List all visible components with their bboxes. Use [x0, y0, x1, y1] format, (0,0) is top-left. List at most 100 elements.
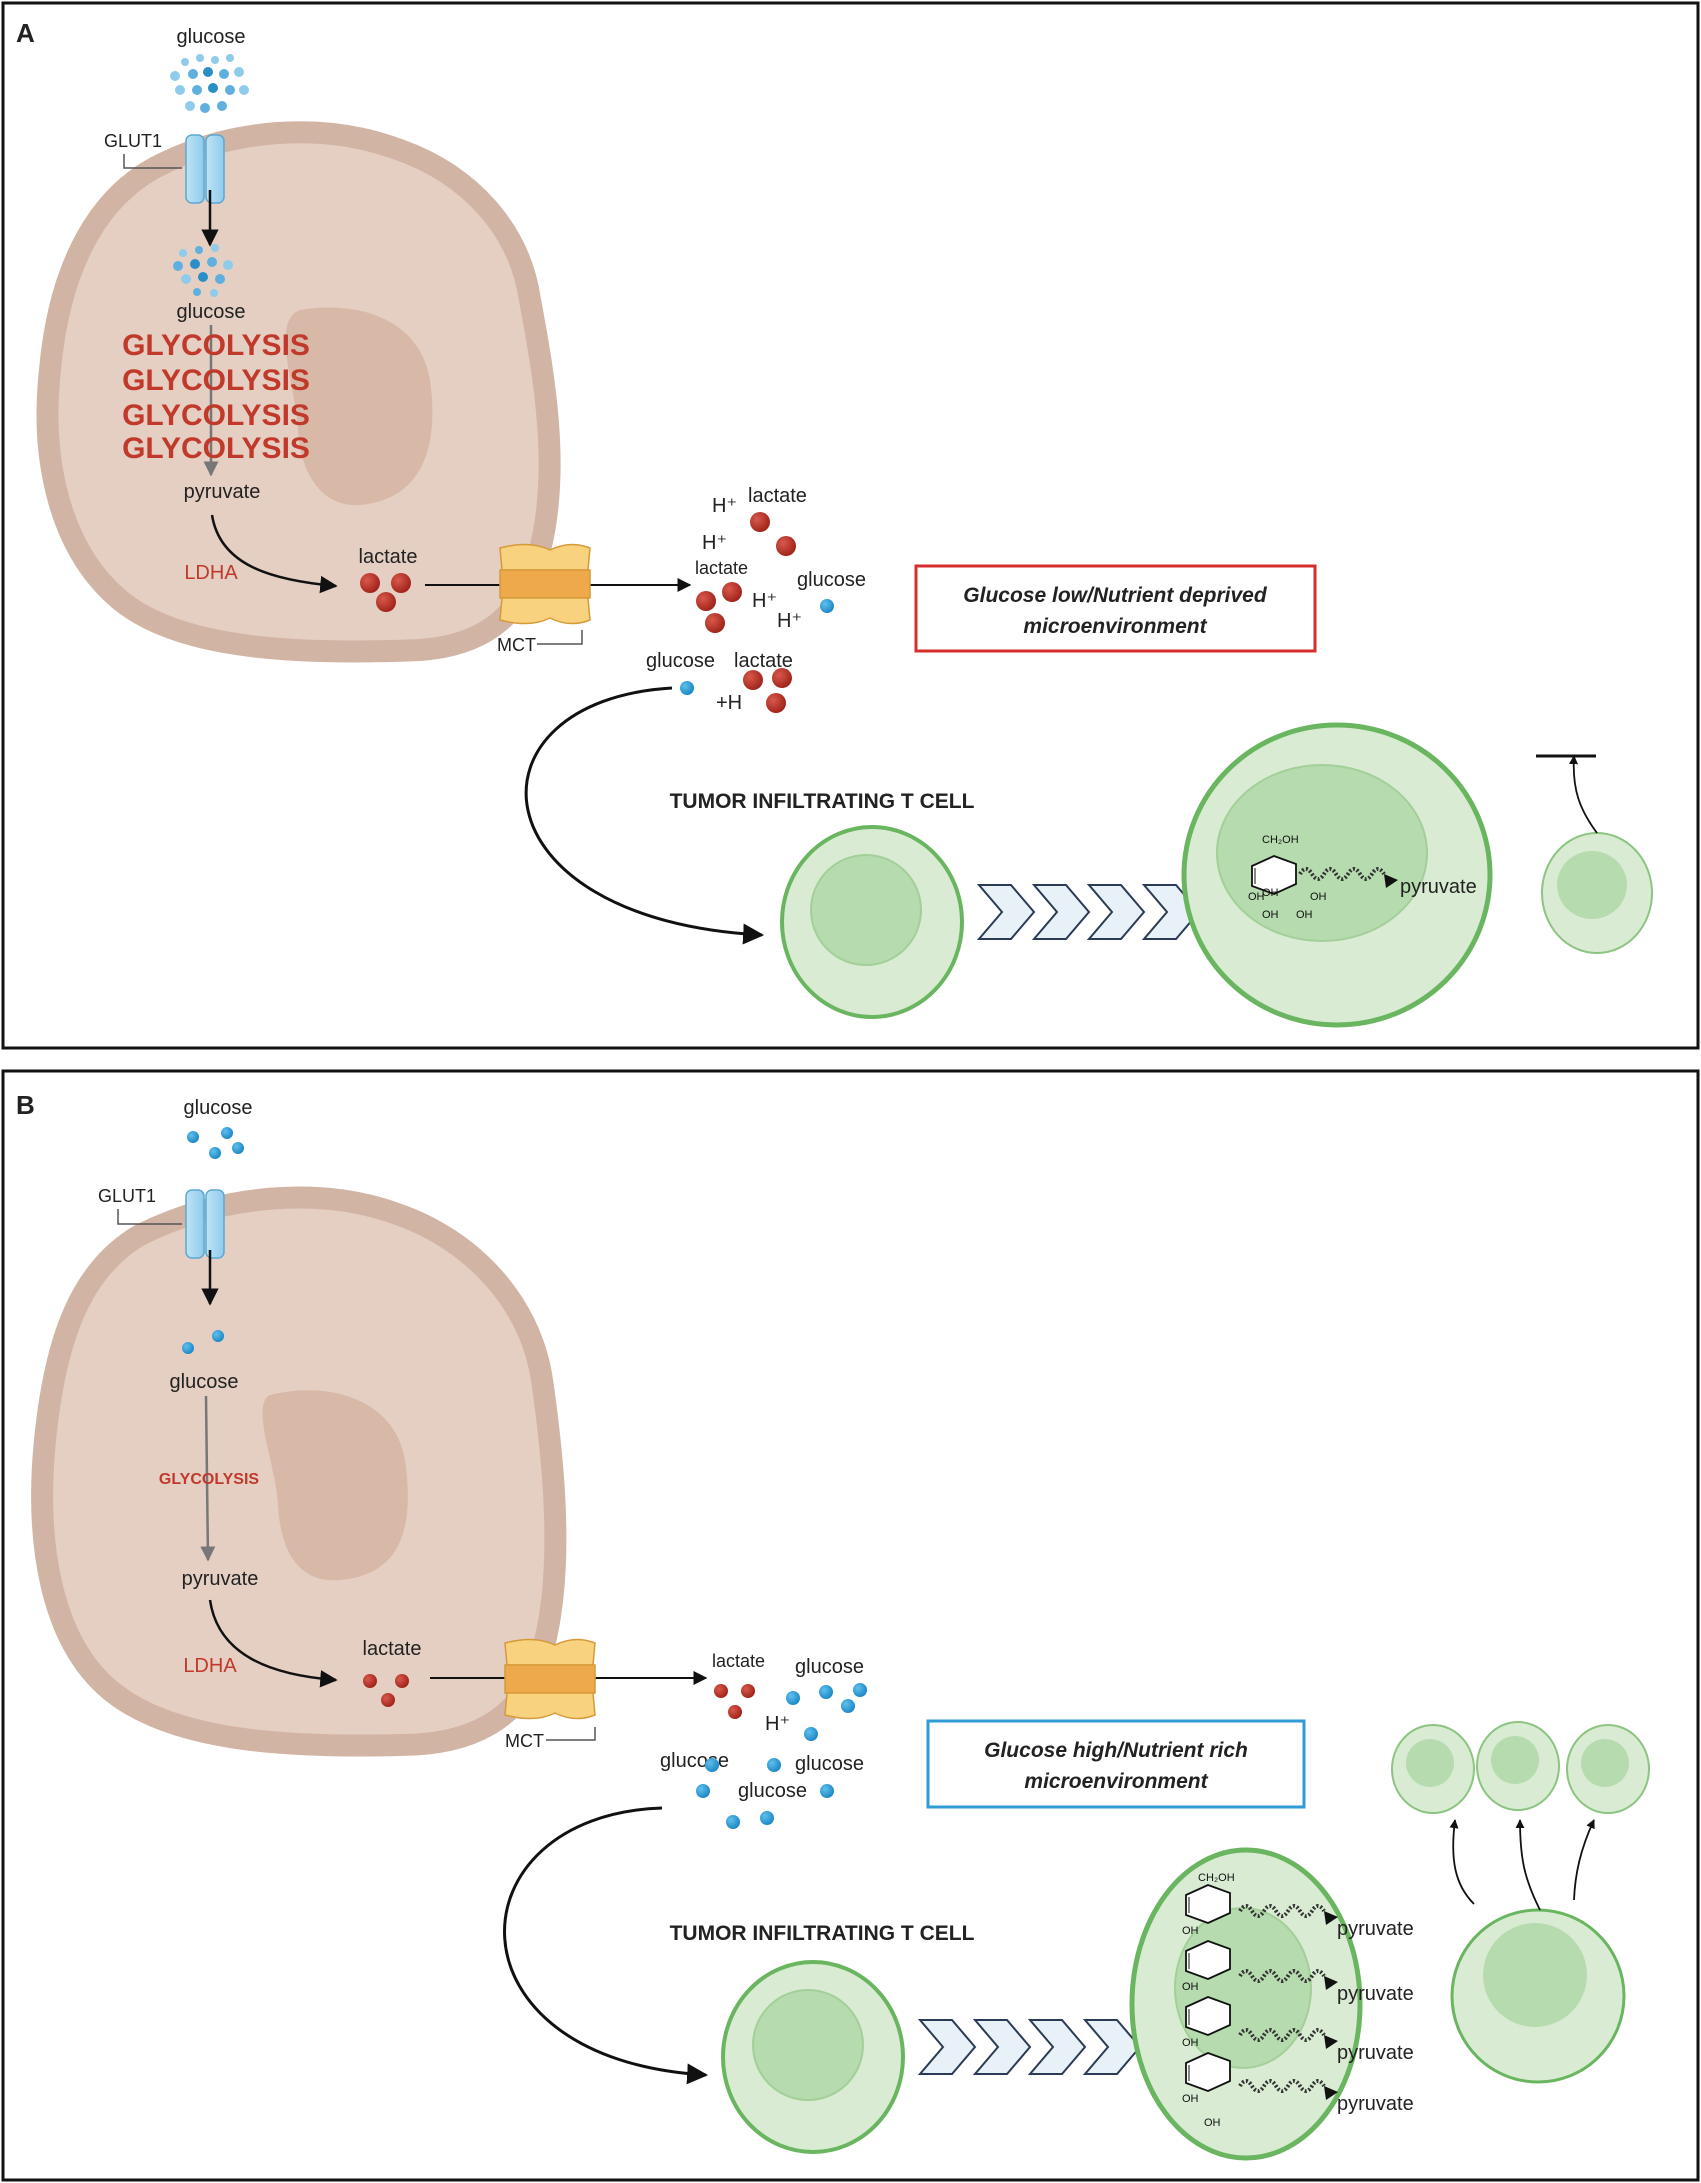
tcell-a — [780, 825, 964, 1019]
panel-b-letter: B — [16, 1090, 35, 1120]
env-label-a-line2: microenvironment — [1023, 615, 1207, 638]
oh-label-a-2: OH — [1262, 909, 1279, 921]
lactate-cluster-inside-a — [360, 573, 411, 612]
mct-leader-a — [537, 630, 583, 645]
glucose-out-label-b-3: glucose — [795, 1753, 864, 1775]
env-label-b-line1: Glucose high/Nutrient rich — [984, 1739, 1248, 1762]
h-plus-a-4: H⁺ — [777, 610, 802, 632]
glut1-leader-a — [123, 154, 182, 169]
h-plus-a-2: H⁺ — [702, 532, 727, 554]
lactate-inside-label-a: lactate — [359, 546, 418, 568]
pyruvate-label-b: pyruvate — [182, 1568, 259, 1590]
glucose-out-label-a-1: glucose — [797, 569, 866, 591]
tcell-b — [721, 1960, 905, 2154]
pyruvate-label-a: pyruvate — [184, 481, 261, 503]
proliferating-tcell-b — [1450, 1908, 1626, 2084]
mct-leader-b — [546, 1727, 596, 1741]
glucose-molecule — [212, 1330, 224, 1342]
lactate-out-label-a-3: lactate — [734, 650, 793, 672]
mct-label-a: MCT — [497, 635, 536, 655]
glucose-molecule — [705, 1758, 719, 1772]
lactate-out-label-b: lactate — [712, 1651, 765, 1671]
h-plus-left-a: +H — [716, 692, 742, 714]
pyruvate-out-label-b-3: pyruvate — [1337, 2042, 1414, 2064]
oh-label-b-4: OH — [1182, 2093, 1199, 2105]
lactate-molecule — [776, 536, 796, 556]
glycolysis-label-b: GLYCOLYSIS — [159, 1471, 260, 1488]
glucose-inside-label-a: glucose — [177, 301, 246, 323]
glucose-inside-label-b: glucose — [170, 1371, 239, 1393]
panel-b: B glucose GLUT1 glucose GLYCOLYSIS pyruv… — [1, 1069, 1700, 2182]
glucose-cluster-inside-a — [173, 244, 233, 297]
blocked-arrow-a — [1569, 755, 1598, 834]
lactate-molecule — [741, 1684, 755, 1698]
glycolysis-label-a-3: GLYCOLYSIS — [122, 399, 310, 432]
curved-arrow-a — [524, 686, 765, 945]
glucose-cluster-top-a — [170, 54, 249, 113]
lactate-molecule — [722, 582, 742, 602]
glucose-top-label-a: glucose — [177, 26, 246, 48]
lactate-out-label-a-1: lactate — [748, 485, 807, 507]
glucose-out-label-b-1: glucose — [795, 1656, 864, 1678]
tcell-title-b: TUMOR INFILTRATING T CELL — [670, 1922, 975, 1945]
nucleus-b — [262, 1390, 408, 1581]
panel-a: A glucose GLUT1 glucose GLYCOLYSI — [1, 1, 1700, 1050]
nucleus-a — [285, 307, 433, 506]
panel-a-frame — [1, 1, 1700, 1050]
glucose-molecule — [820, 1784, 834, 1798]
oh-label-a-3: OH — [1296, 909, 1313, 921]
glucose-cluster-top-b — [187, 1127, 244, 1159]
glucose-molecule — [841, 1699, 855, 1713]
oh-label-a-4: OH — [1262, 887, 1279, 899]
ldha-arrow-b — [208, 1599, 338, 1688]
glut1-label-b: GLUT1 — [98, 1186, 156, 1206]
env-label-box-b — [926, 1719, 1306, 1809]
glucose-molecule — [696, 1784, 710, 1798]
env-label-box-a — [914, 564, 1317, 653]
lactate-molecule — [750, 512, 770, 532]
lactate-molecule — [728, 1705, 742, 1719]
glut1-transporter-b — [185, 1189, 225, 1259]
glycolysis-label-a-1: GLYCOLYSIS — [122, 329, 310, 362]
env-label-a-line1: Glucose low/Nutrient deprived — [963, 584, 1268, 607]
activated-tcell-b — [1129, 1847, 1363, 2161]
ldha-label-b: LDHA — [183, 1655, 237, 1677]
glucose-molecule — [767, 1758, 781, 1772]
oh-label-a-1: OH — [1248, 891, 1265, 903]
glycolysis-label-a-2: GLYCOLYSIS — [122, 364, 310, 397]
glycolysis-label-a-4: GLYCOLYSIS — [122, 432, 310, 465]
proliferation-arrow-b-3 — [1573, 1819, 1595, 1901]
oh-label-b-3: OH — [1182, 2037, 1199, 2049]
daughter-tcells-b — [1391, 1721, 1650, 1814]
glucose-out-label-b-2: glucose — [660, 1750, 729, 1772]
lactate-molecule — [696, 591, 716, 611]
panel-b-frame — [1, 1069, 1700, 2182]
glut1-leader-b — [117, 1209, 182, 1225]
mct-transporter-a — [499, 543, 591, 625]
pyruvate-out-label-b-4: pyruvate — [1337, 2093, 1414, 2115]
ldha-label-a: LDHA — [184, 562, 238, 584]
h-plus-a-1: H⁺ — [712, 495, 737, 517]
lactate-molecule — [766, 693, 786, 713]
glucose-molecule — [182, 1342, 194, 1354]
glucose-molecule — [853, 1683, 867, 1697]
glucose-molecule — [819, 1685, 833, 1699]
glucose-molecule — [804, 1727, 818, 1741]
proliferation-arrow-b-2 — [1515, 1819, 1541, 1911]
env-label-b-line2: microenvironment — [1024, 1770, 1208, 1793]
lactate-molecule — [714, 1684, 728, 1698]
glut1-label-a: GLUT1 — [104, 131, 162, 151]
chevrons-a — [976, 884, 1201, 940]
oh-label-b-2: OH — [1182, 1981, 1199, 1993]
lactate-inside-label-b: lactate — [363, 1638, 422, 1660]
glucose-top-label-b: glucose — [184, 1097, 253, 1119]
glucose-out-label-b-4: glucose — [738, 1780, 807, 1802]
ch2oh-label-a: CH₂OH — [1262, 834, 1299, 846]
glucose-molecule — [726, 1815, 740, 1829]
tcell-title-a: TUMOR INFILTRATING T CELL — [670, 790, 975, 813]
chevrons-b — [917, 2019, 1142, 2075]
mct-label-b: MCT — [505, 1731, 544, 1751]
glucose-molecule — [760, 1811, 774, 1825]
lactate-molecule — [743, 670, 763, 690]
